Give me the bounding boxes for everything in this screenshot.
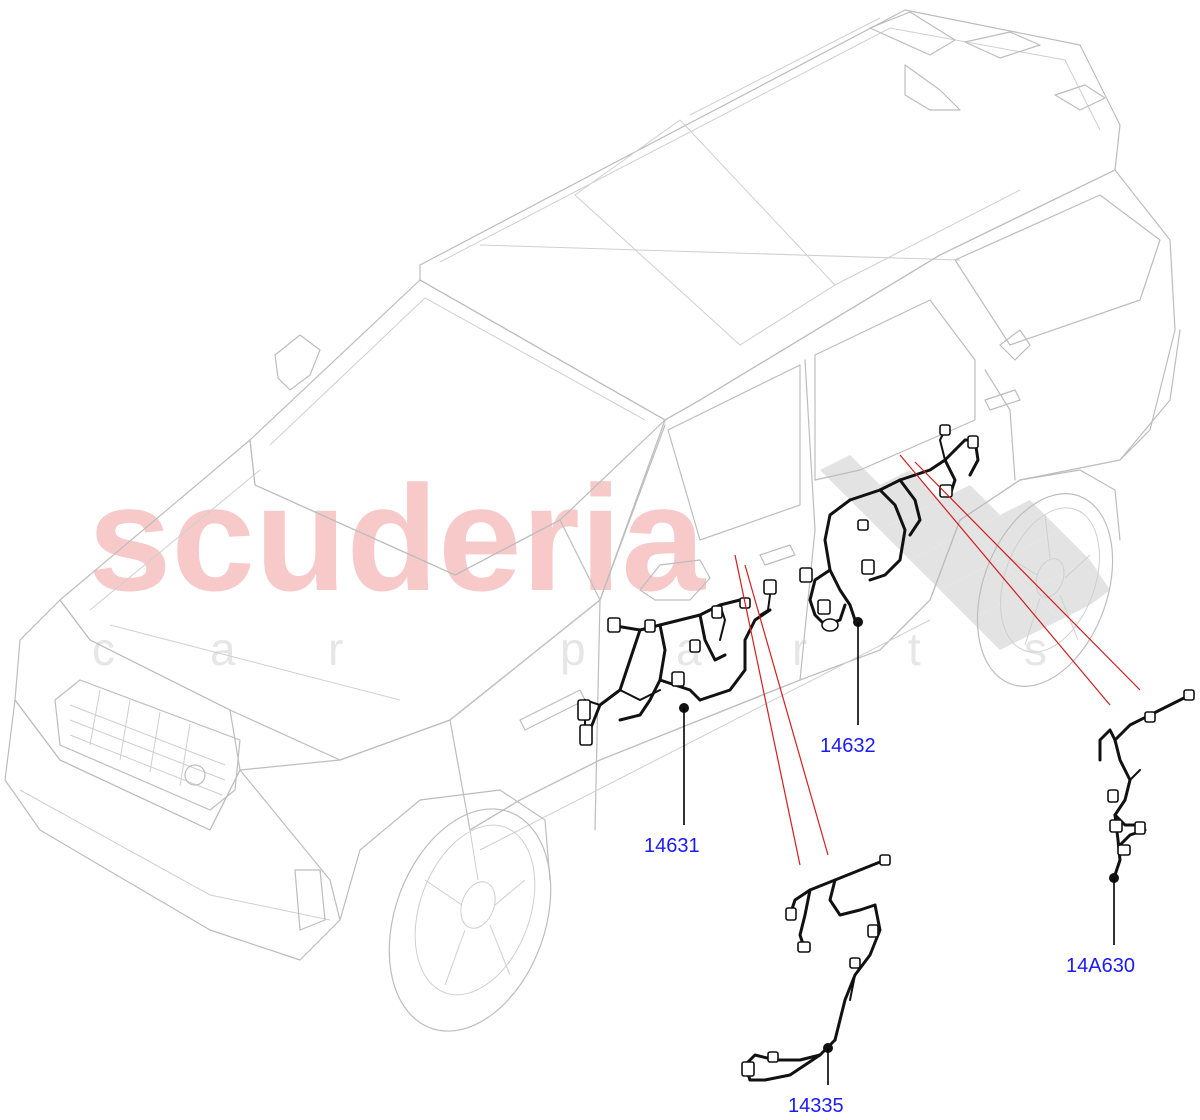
- front-wheel: [388, 808, 552, 1032]
- watermark-checker-flag: [820, 455, 1110, 650]
- callout-14A630: 14A630: [1066, 955, 1135, 977]
- front-window: [667, 364, 801, 541]
- right-mirror: [639, 559, 711, 601]
- watermark-letter: p: [560, 623, 586, 675]
- watermark-letter: c: [92, 623, 115, 675]
- watermark-letter: s: [1024, 623, 1047, 675]
- harness-14631: [577, 579, 777, 746]
- callout-labels: 14631 14632 14A630 14335: [644, 735, 1135, 1117]
- badge: [184, 764, 206, 786]
- harness-14A630: [1098, 689, 1195, 883]
- callout-14632: 14632: [820, 735, 876, 757]
- front-wheel-arch: [339, 789, 551, 921]
- vehicle-outline: [4, 9, 1181, 1032]
- watermark: scuderia c a r p a r t s: [88, 454, 1110, 675]
- harness-14632: [799, 424, 980, 632]
- watermark-letter: r: [792, 623, 807, 675]
- roof: [419, 9, 1121, 421]
- watermark-brand: scuderia: [88, 454, 707, 622]
- explosion-lines: [734, 454, 1141, 866]
- grille: [54, 679, 241, 811]
- harness-14335: [741, 854, 891, 1082]
- rear-window: [814, 299, 976, 481]
- watermark-letter: r: [328, 623, 343, 675]
- watermark-tagline: c a r p a r t s: [92, 623, 1047, 675]
- rear-wheel-arch: [929, 469, 1121, 601]
- front-bumper: [4, 699, 341, 961]
- leaders: [679, 617, 1115, 1085]
- callout-14335: 14335: [788, 1095, 844, 1117]
- callout-14631: 14631: [644, 835, 700, 857]
- watermark-letter: a: [210, 623, 236, 675]
- left-mirror: [274, 334, 321, 391]
- quarter-window: [954, 194, 1161, 346]
- watermark-letter: t: [908, 623, 921, 675]
